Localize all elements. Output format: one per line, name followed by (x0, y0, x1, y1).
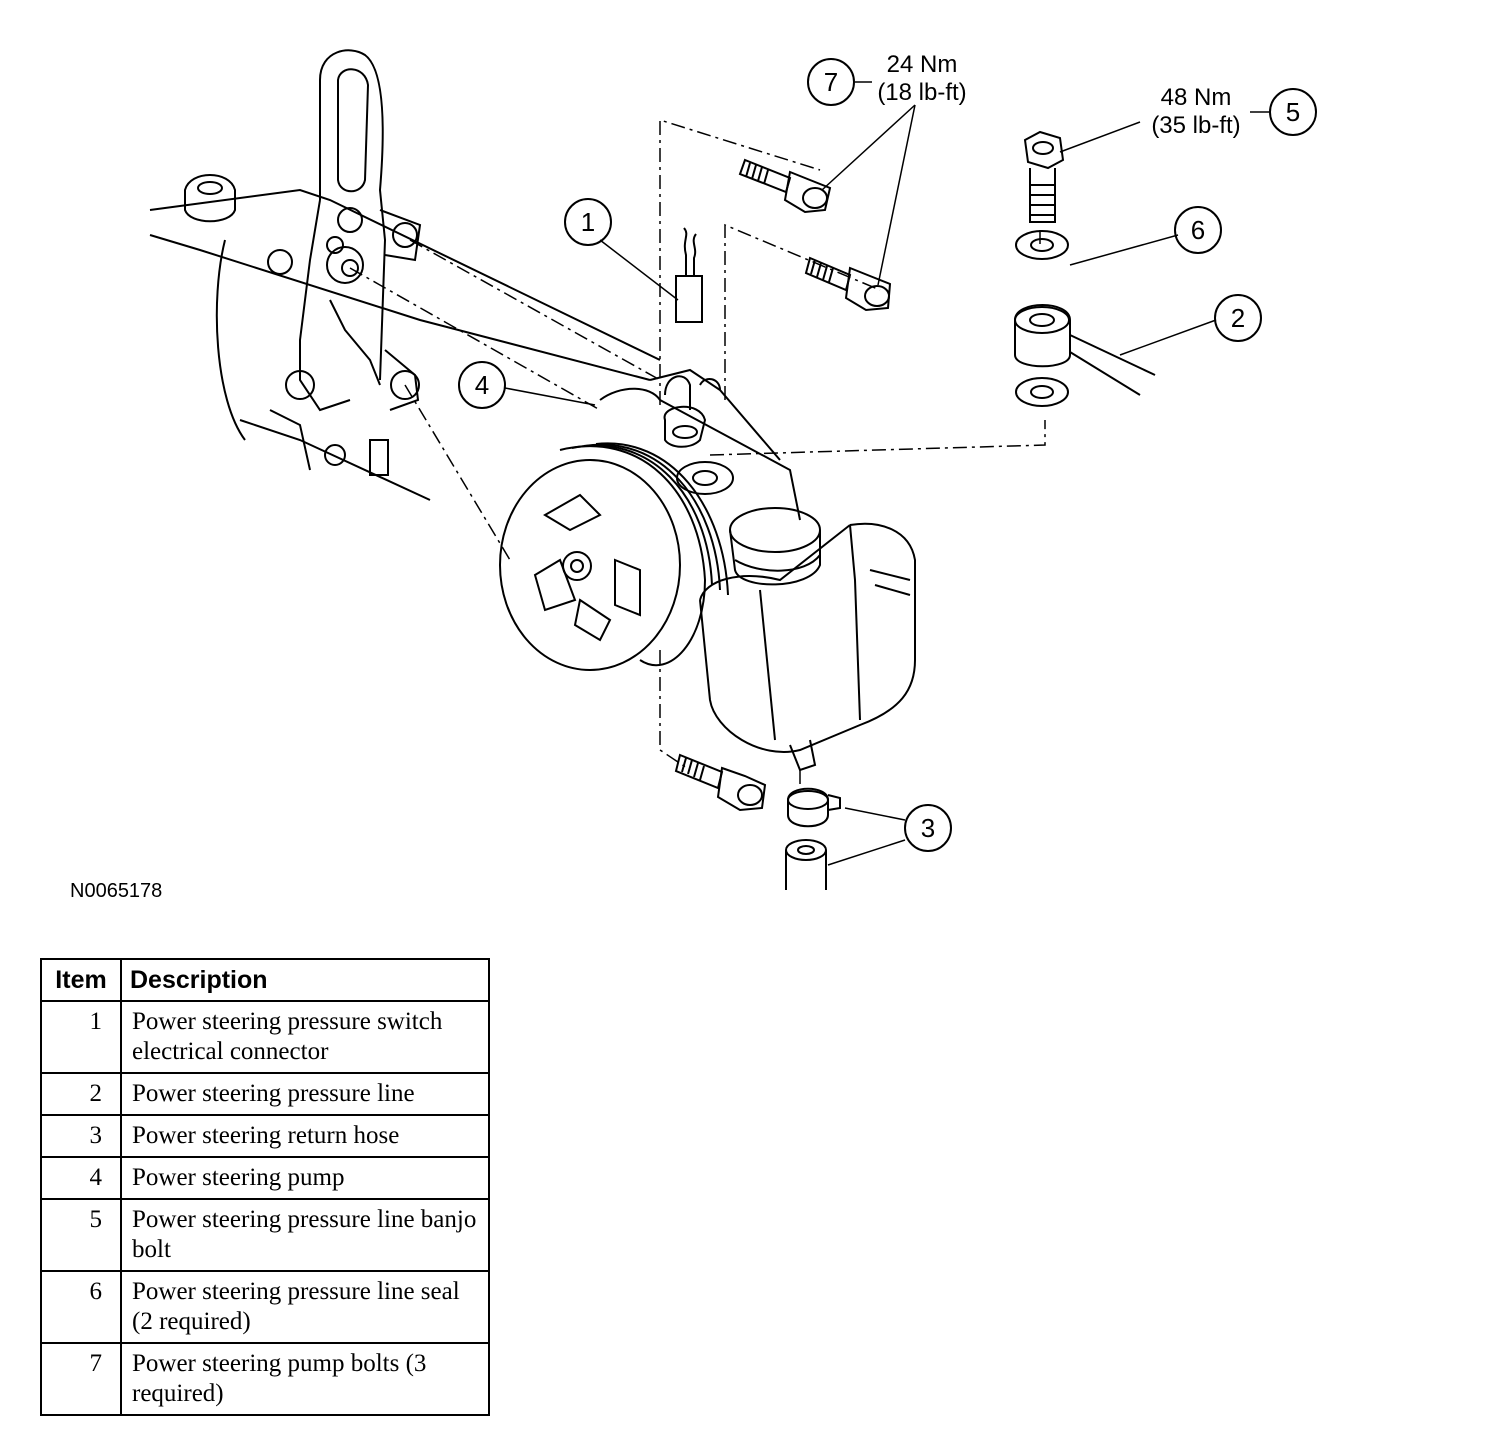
legend-item-number: 2 (40, 1072, 122, 1116)
alignment-centerlines (349, 118, 1046, 790)
callout-5: 5 (1269, 88, 1317, 136)
legend-row: 7 Power steering pump bolts (3 required) (40, 1342, 490, 1416)
legend-header-row: Item Description (40, 958, 490, 1002)
return-hose-clamp-drawing (787, 787, 841, 828)
legend-item-number: 6 (40, 1270, 122, 1344)
svg-text:2: 2 (1231, 303, 1245, 333)
legend-description-header: Description (120, 958, 490, 1002)
torque-bolt-7-nm: 24 Nm (887, 51, 958, 78)
legend-item-description: Power steering pressure line (120, 1072, 490, 1116)
legend-row: 2 Power steering pressure line (40, 1072, 490, 1116)
return-hose-drawing (785, 839, 827, 890)
svg-text:3: 3 (921, 813, 935, 843)
pressure-line-fitting (1014, 304, 1156, 396)
legend-item-description: Power steering pressure switch electrica… (120, 1000, 490, 1074)
pressure-switch-connector-drawing (675, 227, 703, 323)
svg-text:7: 7 (824, 67, 838, 97)
legend-row: 1 Power steering pressure switch electri… (40, 1000, 490, 1074)
seal-washer-upper (1015, 230, 1069, 260)
callout-1: 1 (564, 198, 612, 246)
svg-text:1: 1 (581, 207, 595, 237)
callout-7: 7 (807, 58, 855, 106)
legend-item-number: 1 (40, 1000, 122, 1074)
torque-bolt-5-lbft: (35 lb-ft) (1151, 112, 1240, 139)
legend-item-description: Power steering pump (120, 1156, 490, 1200)
svg-text:4: 4 (475, 370, 489, 400)
callout-4: 4 (458, 361, 506, 409)
exploded-view-diagram: 1 2 3 4 5 6 7 24 Nm (18 lb-ft) 48 Nm (35… (149, 49, 1317, 890)
legend-table: Item Description 1 Power steering pressu… (40, 958, 490, 1416)
legend-item-description: Power steering pressure line banjo bolt (120, 1198, 490, 1272)
svg-text:6: 6 (1191, 215, 1205, 245)
pump-bolt-middle (804, 256, 892, 312)
legend-row: 6 Power steering pressure line seal (2 r… (40, 1270, 490, 1344)
callout-3: 3 (904, 804, 952, 852)
legend-item-description: Power steering pressure line seal (2 req… (120, 1270, 490, 1344)
legend-item-number: 4 (40, 1156, 122, 1200)
engine-bracket-drawing (149, 49, 661, 501)
legend-item-description: Power steering return hose (120, 1114, 490, 1158)
legend-item-number: 3 (40, 1114, 122, 1158)
torque-bolt-7-lbft: (18 lb-ft) (877, 79, 966, 106)
callout-leaders (504, 81, 1270, 866)
power-steering-pump-drawing (499, 368, 916, 772)
figure-id: N0065178 (70, 880, 163, 902)
torque-bolt-5-nm: 48 Nm (1161, 84, 1232, 111)
banjo-bolt-drawing (1023, 130, 1065, 223)
legend-item-description: Power steering pump bolts (3 required) (120, 1342, 490, 1416)
pump-bolt-lower (674, 753, 767, 812)
svg-text:5: 5 (1286, 97, 1300, 127)
legend-row: 5 Power steering pressure line banjo bol… (40, 1198, 490, 1272)
legend-item-number: 7 (40, 1342, 122, 1416)
seal-washer-lower (1015, 377, 1069, 407)
legend-row: 3 Power steering return hose (40, 1114, 490, 1158)
legend-row: 4 Power steering pump (40, 1156, 490, 1200)
legend-item-header: Item (40, 958, 122, 1002)
callout-2: 2 (1214, 294, 1262, 342)
legend-item-number: 5 (40, 1198, 122, 1272)
callout-6: 6 (1174, 206, 1222, 254)
pump-bolt-upper (738, 158, 832, 214)
